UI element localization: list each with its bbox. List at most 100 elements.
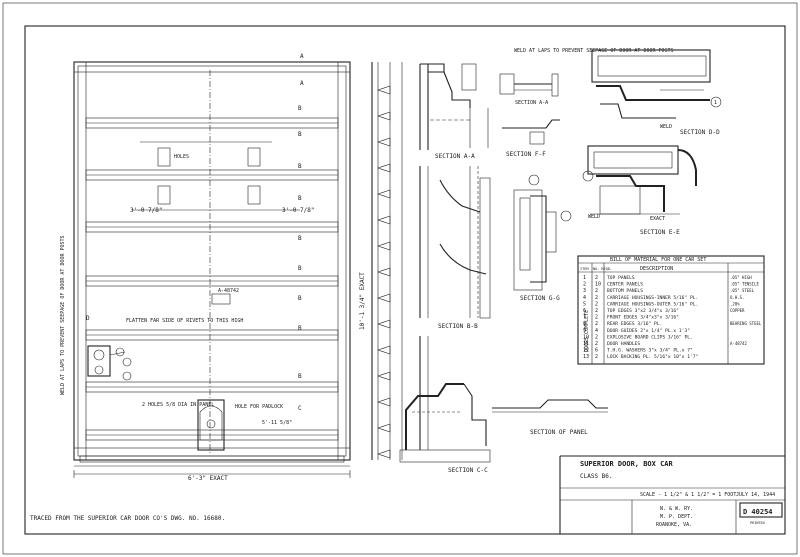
bom-item-cell: 2 xyxy=(583,282,586,288)
bom-reqd-cell: 2 xyxy=(595,334,598,340)
profile-rib xyxy=(377,449,391,459)
drawing-number: D 40254 xyxy=(743,508,773,516)
section-e-e-drawing xyxy=(582,145,697,215)
bill-of-material: BILL OF MATERIAL FOR ONE CAR SET ITEM NO… xyxy=(577,255,765,365)
bom-item-cell: 13 xyxy=(583,354,589,360)
bom-desc-cell: DOOR GUIDES 2"x 1/4" PL.x 1'3" xyxy=(607,328,690,334)
profile-rib xyxy=(377,85,391,95)
bom-reqd-cell: 2 xyxy=(595,301,598,307)
bom-item-cell: 9 xyxy=(583,328,586,334)
bom-desc-cell: LOCK BACKING PL. 5/16"x 10"x 1'7" xyxy=(607,354,698,360)
callout-b-8: B xyxy=(298,325,302,332)
bom-spec-cell: A-48742 xyxy=(730,341,747,346)
bom-desc-cell: CARRIAGE HOUSINGS-INNER 5/16" PL. xyxy=(607,295,698,301)
callout-b-6: B xyxy=(298,265,302,272)
profile-rib xyxy=(377,215,391,225)
bom-desc-cell: FRONT EDGES 3/4"x3"x 3/16" xyxy=(607,315,679,321)
callout-d-left: D xyxy=(86,315,90,322)
callout-b-5: B xyxy=(298,235,302,242)
bom-reqd-cell: 2 xyxy=(595,308,598,314)
section-a-a-small-label: SECTION A-A xyxy=(515,100,548,106)
callout-b-2: B xyxy=(298,131,302,138)
bom-desc-cell: EXPLOSIVE BOARD CLIPS 3/16" PL. xyxy=(607,334,693,340)
bom-desc-cell: BOTTOM PANELS xyxy=(607,288,643,294)
bom-spec-cell: .05" STEEL xyxy=(730,288,755,293)
section-d-d-label: SECTION D-D xyxy=(680,129,720,136)
bom-item-cell: 3 xyxy=(583,288,586,294)
callout-b-3: B xyxy=(298,163,302,170)
bom-spec-cell: .05" TENSILE xyxy=(730,282,759,287)
right-dimension: 3'-0 7/8" xyxy=(282,207,315,214)
drawing-scale: SCALE - 1 1/2" & 1 1/2" = 1 FOOT xyxy=(640,492,736,498)
callout-b-1: B xyxy=(298,105,302,112)
title-block: SUPERIOR DOOR, BOX CAR CLASS B6. SCALE -… xyxy=(559,455,785,534)
profile-rib xyxy=(377,189,391,199)
callout-c-1: C xyxy=(298,405,302,412)
section-e-e-label: SECTION E-E xyxy=(640,229,680,236)
bom-reqd-cell: 2 xyxy=(595,295,598,301)
bom-reqd-cell: 2 xyxy=(595,321,598,327)
bom-reqd-cell: 4 xyxy=(595,328,598,334)
callout-a-2: A xyxy=(300,80,304,87)
bom-desc-cell: DOOR HANDLES xyxy=(607,341,640,347)
profile-rib xyxy=(377,111,391,121)
callout-b-4: B xyxy=(298,195,302,202)
profile-rib xyxy=(377,137,391,147)
drawing-class: CLASS B6. xyxy=(580,473,613,480)
bom-item-cell: 7 xyxy=(583,315,586,321)
city-name: ROANOKE, VA. xyxy=(656,522,692,528)
exact-note-ee: EXACT xyxy=(650,216,665,222)
bom-spec-cell: .05" HIGH xyxy=(730,275,752,280)
bom-item-cell: 11 xyxy=(583,341,589,347)
department-name: M. P. DEPT. xyxy=(660,514,693,520)
bom-group-label: DOORS COMPLETE xyxy=(584,310,590,352)
bom-desc-cell: CARRIAGE HOUSINGS-OUTER 5/16" PL. xyxy=(607,301,698,307)
bom-spec-cell: COPPER xyxy=(730,308,745,313)
bom-item-cell: 5 xyxy=(583,301,586,307)
bom-spec-cell: BEARING STEEL xyxy=(730,321,762,326)
bom-title: BILL OF MATERIAL FOR ONE CAR SET xyxy=(610,257,706,263)
section-c-c-label: SECTION C-C xyxy=(448,467,488,474)
section-marks: A A B B B B B B B B B C D xyxy=(86,53,304,412)
bom-item-cell: 4 xyxy=(583,295,586,301)
profile-rib xyxy=(377,397,391,407)
profile-rib xyxy=(377,345,391,355)
section-f-f-label: SECTION F-F xyxy=(506,151,546,158)
callout-b-7: B xyxy=(298,295,302,302)
drawing-title: SUPERIOR DOOR, BOX CAR xyxy=(580,460,674,468)
overall-height-dimension: 10'-1 3/4" EXACT xyxy=(359,272,366,330)
profile-rib xyxy=(377,293,391,303)
bom-item-cell: 10 xyxy=(583,334,589,340)
part-ref-note: A-48742 xyxy=(218,288,239,294)
section-b-b-label: SECTION B-B xyxy=(438,323,478,330)
holes-in-panel-note: 2 HOLES 5/8 DIA IN PANEL xyxy=(142,402,214,408)
door-side-profile xyxy=(371,62,403,460)
bom-reqd-cell: 6 xyxy=(595,348,598,354)
section-a-a-drawing xyxy=(419,63,489,150)
bom-item-cell: 8 xyxy=(583,321,586,327)
bom-reqd-cell: 2 xyxy=(595,354,598,360)
profile-rib xyxy=(377,423,391,433)
flatten-rivets-note: FLATTEN FAR SIDE OF RIVETS TO THIS HIGH xyxy=(126,318,243,324)
bom-item-cell: 12 xyxy=(583,348,589,354)
weld-laps-note-vertical: WELD AT LAPS TO PREVENT SEEPAGE OF DOOR … xyxy=(60,235,66,395)
door-elevation xyxy=(73,61,351,467)
section-a-a-small-drawing xyxy=(499,73,559,97)
profile-rib xyxy=(377,267,391,277)
bom-col-item: ITEM xyxy=(580,267,588,271)
overall-width-dimension: 6'-3" EXACT xyxy=(188,475,228,482)
railway-name: N. & W. RY. xyxy=(660,506,693,512)
printed-stamp: PRINTED xyxy=(750,521,765,525)
bom-desc-cell: TOP EDGES 3"x2 3/4"x 3/16" xyxy=(607,308,679,314)
section-g-g-drawing xyxy=(513,174,572,291)
bom-col-desc: DESCRIPTION xyxy=(640,266,673,272)
callout-a-top: A xyxy=(300,53,304,60)
bom-desc-cell: REAR EDGES 3/16" PL. xyxy=(607,321,662,327)
section-d-d-drawing: 1 xyxy=(591,49,722,119)
bom-reqd-cell: 10 xyxy=(595,282,601,288)
section-a-a-label: SECTION A-A xyxy=(435,153,475,160)
bom-spec-cell: O.H.S. xyxy=(730,295,744,300)
section-g-g-label: SECTION G-G xyxy=(520,295,560,302)
